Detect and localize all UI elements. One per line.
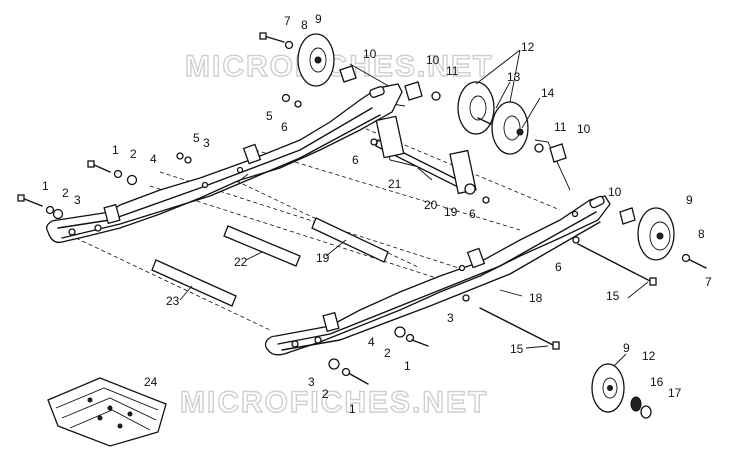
idler-wheel-right <box>637 207 675 261</box>
left-slide-rail <box>46 83 403 244</box>
callout-label: 2 <box>322 387 329 401</box>
idler-wheel-pair <box>457 81 529 155</box>
callout-label: 7 <box>284 14 291 28</box>
callout-label: 20 <box>424 198 438 212</box>
callout-label: 1 <box>42 179 49 193</box>
callout-label: 3 <box>308 375 315 389</box>
callout-label: 8 <box>698 227 705 241</box>
callout-label: 6 <box>555 260 562 274</box>
callout-label: 10 <box>608 185 622 199</box>
callout-label: 2 <box>62 186 69 200</box>
shaft-22 <box>223 225 301 267</box>
callout-label: 11 <box>446 64 459 78</box>
hardware <box>17 32 707 385</box>
callout-label: 1 <box>349 402 356 416</box>
callout-label: 10 <box>426 53 440 67</box>
long-bolts <box>479 243 657 350</box>
watermark-bottom: MICROFICHES.NET <box>180 386 488 419</box>
callout-label: 6 <box>352 153 359 167</box>
callout-label: 3 <box>74 193 81 207</box>
callout-label: 11 <box>554 120 567 134</box>
callout-label: 6 <box>281 120 288 134</box>
callout-label: 4 <box>368 335 375 349</box>
callout-label: 22 <box>234 255 248 269</box>
slider-wear-strips <box>47 377 167 447</box>
callout-label: 2 <box>384 346 391 360</box>
callout-label: 16 <box>650 375 664 389</box>
callout-labels: 7 8 9 10 12 10 11 13 14 5 6 11 10 1 2 4 … <box>42 12 712 416</box>
idler-wheel-bottom <box>591 363 652 419</box>
idler-wheel-top <box>297 33 335 87</box>
callout-label: 5 <box>266 109 273 123</box>
shaft-19 <box>311 217 389 263</box>
callout-label: 2 <box>130 147 137 161</box>
callout-label: 1 <box>112 143 119 157</box>
callout-label: 23 <box>166 294 180 308</box>
callout-label: 24 <box>144 375 158 389</box>
leader-lines <box>179 49 649 367</box>
callout-label: 9 <box>623 341 630 355</box>
callout-label: 12 <box>521 40 535 54</box>
callout-label: 5 <box>193 131 200 145</box>
callout-label: 18 <box>529 291 543 305</box>
watermark-top: MICROFICHES.NET <box>185 50 493 83</box>
callout-label: 12 <box>642 349 656 363</box>
callout-label: 17 <box>668 386 682 400</box>
callout-label: 14 <box>541 86 555 100</box>
callout-label: 13 <box>507 70 521 84</box>
callout-label: 3 <box>203 136 210 150</box>
right-slide-rail <box>264 195 611 356</box>
callout-label: 9 <box>315 12 322 26</box>
callout-label: 15 <box>606 289 620 303</box>
shaft-23 <box>151 259 237 307</box>
callout-label: 21 <box>388 177 402 191</box>
callout-label: 1 <box>404 359 411 373</box>
callout-label: 19 <box>444 205 458 219</box>
callout-label: 8 <box>301 18 308 32</box>
callout-label: 10 <box>577 122 591 136</box>
callout-label: 7 <box>705 275 712 289</box>
callout-label: 15 <box>510 342 524 356</box>
callout-label: 9 <box>686 193 693 207</box>
callout-label: 4 <box>150 152 157 166</box>
callout-label: 6 <box>469 207 476 221</box>
callout-label: 3 <box>447 311 454 325</box>
torque-arm-left <box>375 115 405 159</box>
callout-label: 19 <box>316 251 330 265</box>
callout-label: 10 <box>363 47 377 61</box>
